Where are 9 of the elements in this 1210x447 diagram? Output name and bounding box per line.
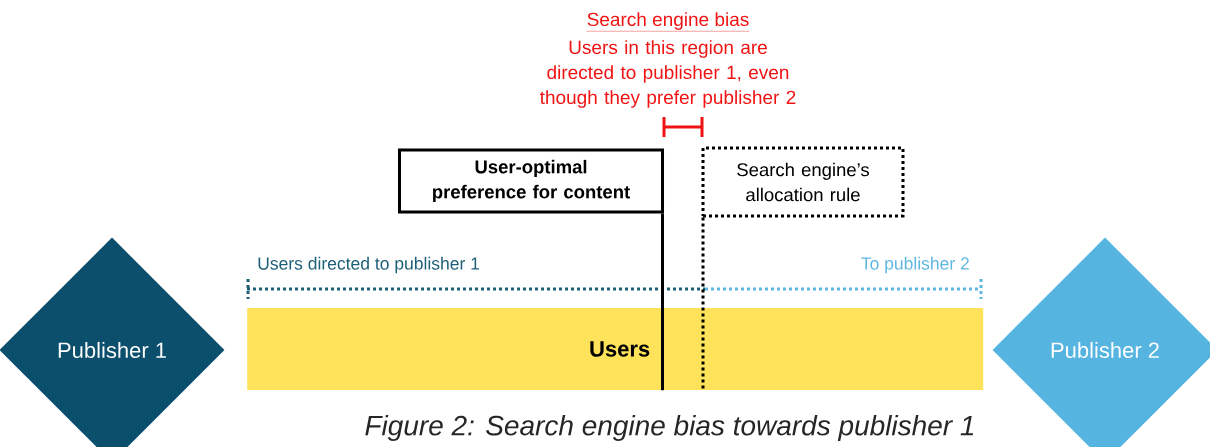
note-text: Users in this region are directed to publisher 1, even though they prefer publisher 2 xyxy=(539,40,796,108)
preference-box: User-optimal preference for content xyxy=(398,148,664,214)
users-bar: Users xyxy=(247,308,984,390)
caption: Figure 2: Search engine bias towards publisher 1 xyxy=(365,414,974,442)
heading: Search engine bias xyxy=(586,12,750,32)
marker-line xyxy=(701,217,705,391)
range-label: To publisher 2 xyxy=(861,256,969,274)
marker-line xyxy=(661,213,664,391)
range-label: Users directed to publisher 1 xyxy=(258,256,480,274)
